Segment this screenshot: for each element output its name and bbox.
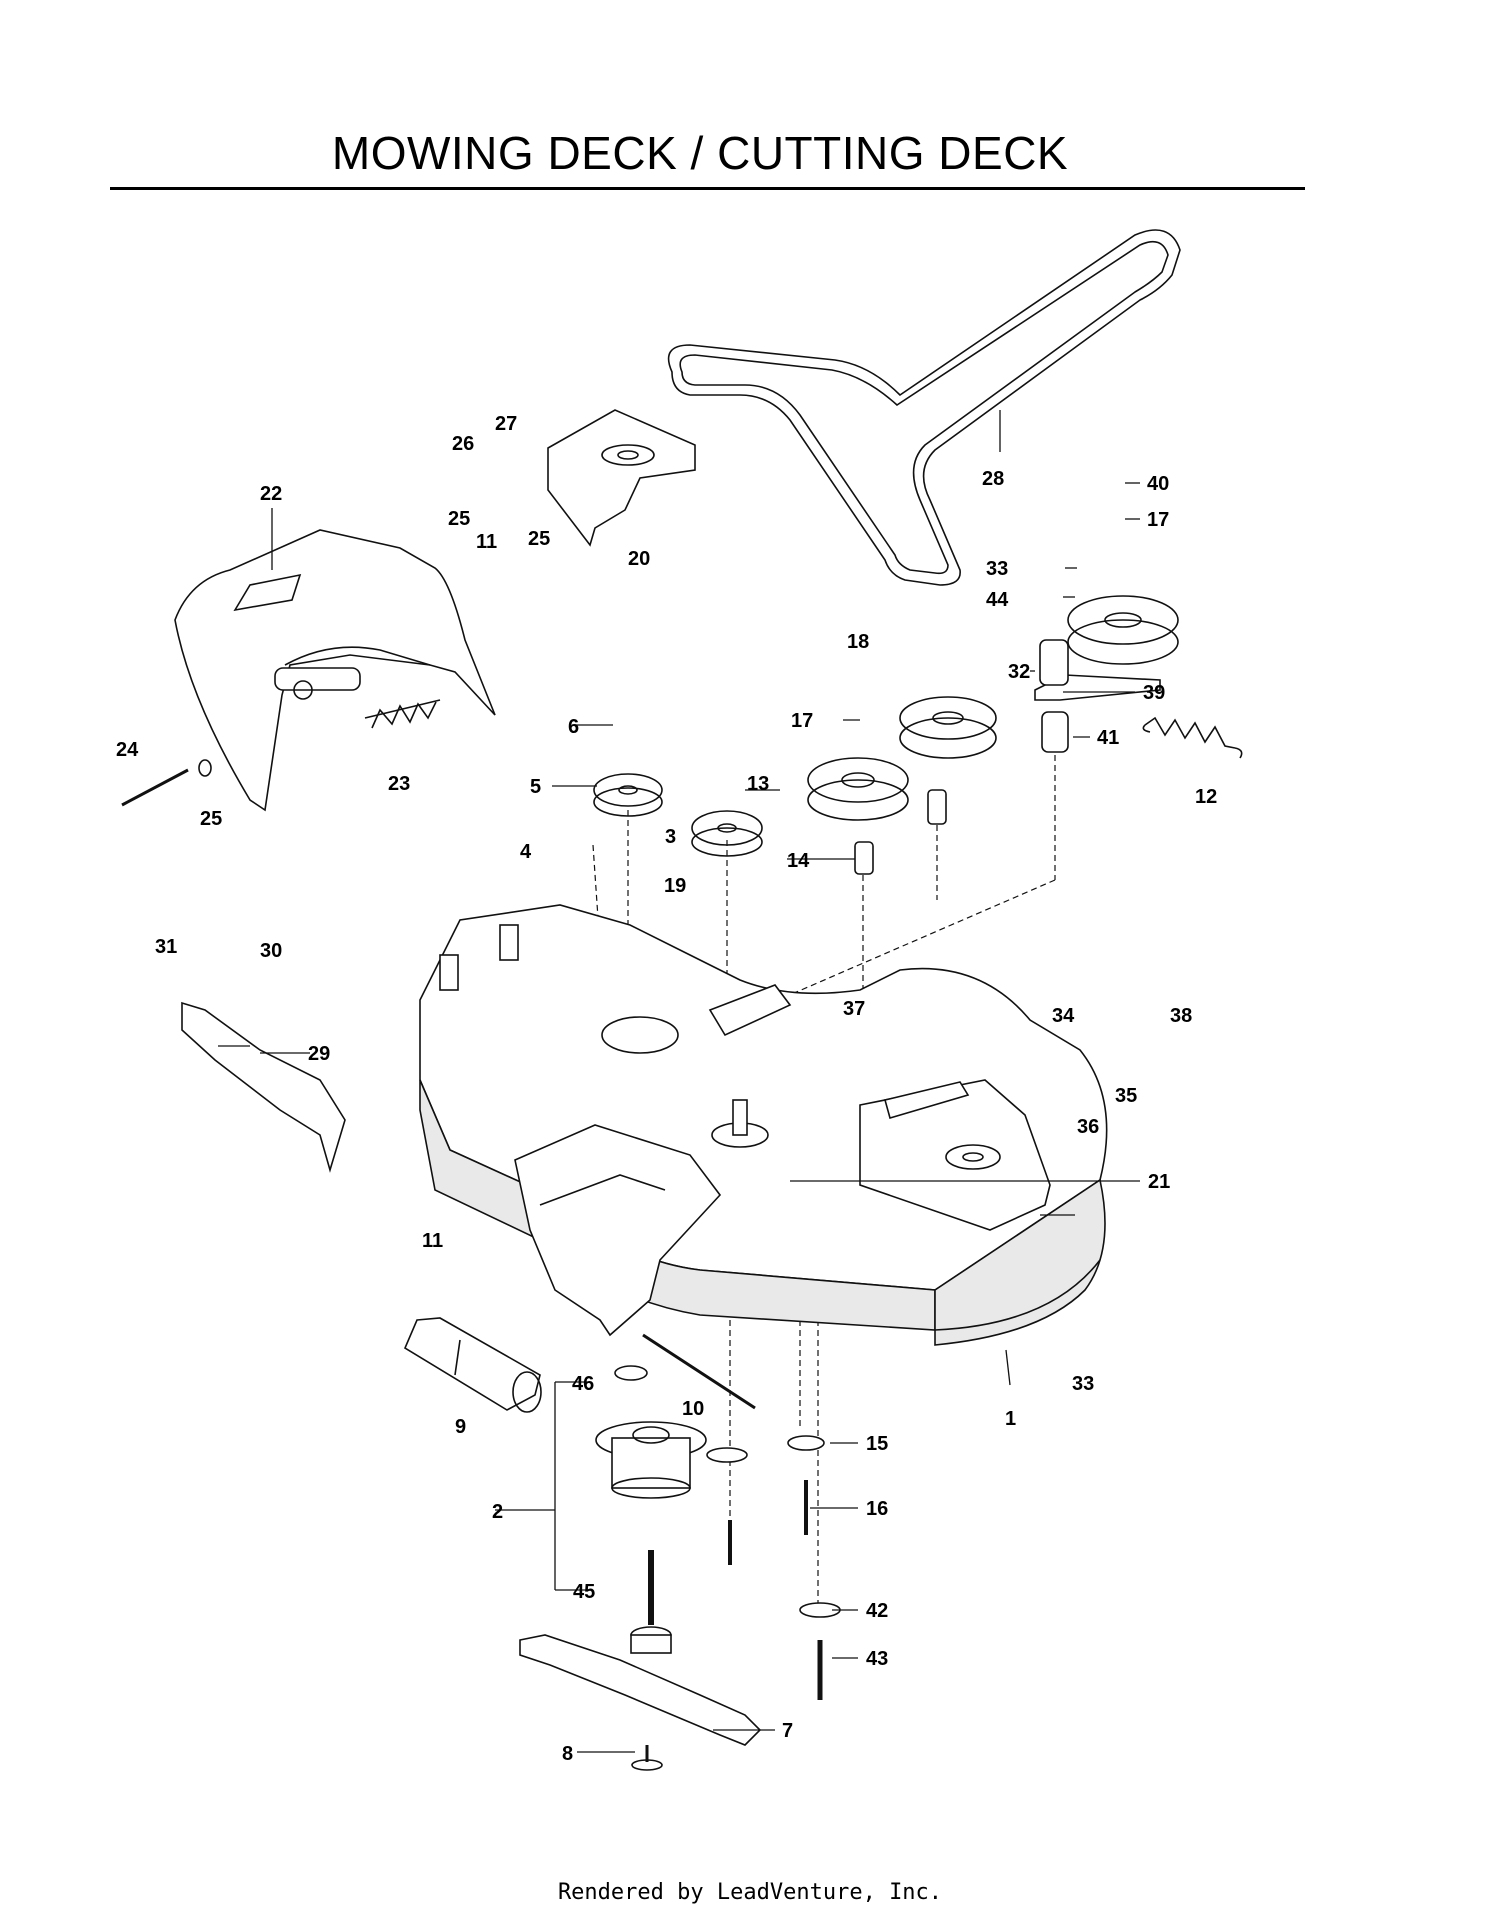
callout-15: 15 bbox=[866, 1433, 888, 1455]
callout-30: 30 bbox=[260, 940, 282, 962]
callout-26: 26 bbox=[452, 433, 474, 455]
callout-35: 35 bbox=[1115, 1085, 1137, 1107]
callout-6: 6 bbox=[568, 716, 579, 738]
callout-14: 14 bbox=[787, 850, 810, 872]
callout-36: 36 bbox=[1077, 1116, 1099, 1138]
callout-11b: 11 bbox=[422, 1230, 443, 1252]
callout-29: 29 bbox=[308, 1043, 330, 1065]
callout-39: 39 bbox=[1143, 682, 1165, 704]
title-rule bbox=[110, 187, 1305, 190]
leader-lines bbox=[218, 410, 1140, 1753]
hardware-drawing bbox=[642, 1333, 841, 1700]
callout-13: 13 bbox=[747, 773, 769, 795]
callout-21: 21 bbox=[1148, 1171, 1170, 1193]
callout-20: 20 bbox=[628, 548, 650, 570]
callout-3: 3 bbox=[665, 826, 676, 848]
callout-4: 4 bbox=[520, 841, 532, 863]
callout-17b: 17 bbox=[791, 710, 813, 732]
blade-drawing bbox=[519, 1634, 762, 1771]
callout-33b: 33 bbox=[1072, 1373, 1094, 1395]
pin-and-spring-drawing bbox=[121, 699, 441, 807]
callout-11a: 11 bbox=[476, 531, 497, 553]
belt-drawing bbox=[667, 229, 1181, 586]
callout-19: 19 bbox=[664, 875, 686, 897]
callout-31: 31 bbox=[155, 936, 177, 958]
callout-27: 27 bbox=[495, 413, 517, 435]
callout-46: 46 bbox=[572, 1373, 594, 1395]
callout-34: 34 bbox=[1052, 1005, 1075, 1027]
callout-16: 16 bbox=[866, 1498, 888, 1520]
callout-28: 28 bbox=[982, 468, 1004, 490]
discharge-chute-drawing bbox=[174, 529, 496, 812]
callout-17a: 17 bbox=[1147, 509, 1169, 531]
callout-41: 41 bbox=[1097, 727, 1119, 749]
callout-43: 43 bbox=[866, 1648, 888, 1670]
callout-10: 10 bbox=[682, 1398, 704, 1420]
callout-5: 5 bbox=[530, 776, 541, 798]
callout-33a: 33 bbox=[986, 558, 1008, 580]
baffle-drawing bbox=[181, 1001, 346, 1173]
roller-drawing bbox=[403, 1317, 542, 1413]
footer-credit: Rendered by LeadVenture, Inc. bbox=[557, 1880, 943, 1905]
callout-labels: 1 2 3 4 5 6 7 8 9 10 11 11 12 13 14 15 1… bbox=[116, 413, 1217, 1765]
callout-25c: 25 bbox=[200, 808, 222, 830]
callout-24: 24 bbox=[116, 739, 139, 761]
diagram-title: MOWING DECK / CUTTING DECK bbox=[331, 127, 1069, 179]
callout-18: 18 bbox=[847, 631, 869, 653]
callout-25b: 25 bbox=[528, 528, 550, 550]
callout-32: 32 bbox=[1008, 661, 1030, 683]
mower-deck-drawing bbox=[419, 904, 1108, 1346]
callout-22: 22 bbox=[260, 483, 282, 505]
callout-2: 2 bbox=[492, 1501, 503, 1523]
callout-44: 44 bbox=[986, 589, 1009, 611]
callout-40: 40 bbox=[1147, 473, 1169, 495]
callout-8: 8 bbox=[562, 1743, 573, 1765]
callout-7: 7 bbox=[782, 1720, 793, 1742]
callout-12: 12 bbox=[1195, 786, 1217, 808]
callout-37: 37 bbox=[843, 998, 865, 1020]
pulleys-drawing bbox=[593, 595, 1243, 875]
callout-25a: 25 bbox=[448, 508, 470, 530]
callout-45: 45 bbox=[573, 1581, 595, 1603]
callout-42: 42 bbox=[866, 1600, 888, 1622]
callout-23: 23 bbox=[388, 773, 410, 795]
belt-cover-drawing bbox=[547, 409, 696, 547]
callout-1: 1 bbox=[1005, 1408, 1016, 1430]
callout-9: 9 bbox=[455, 1416, 466, 1438]
callout-38: 38 bbox=[1170, 1005, 1192, 1027]
spindle-drawing bbox=[595, 1365, 707, 1654]
